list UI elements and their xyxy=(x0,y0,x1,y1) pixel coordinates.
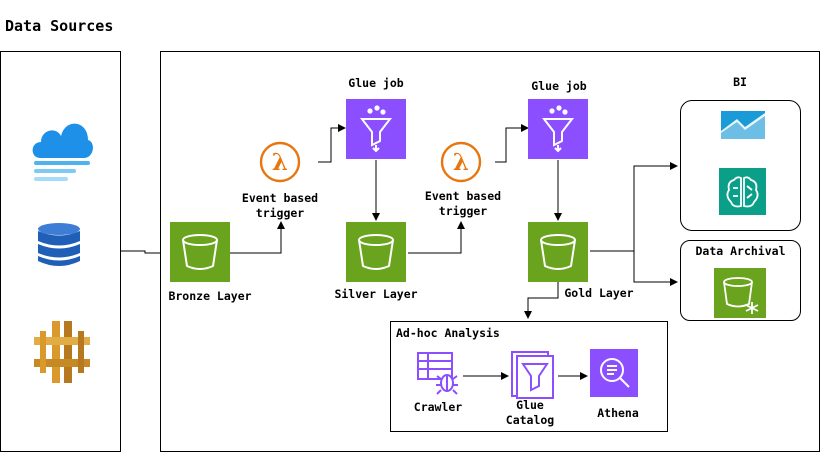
trigger-1-label: Event based trigger xyxy=(241,191,319,220)
lambda-icon: λ xyxy=(440,141,482,183)
glue-job-1-label: Glue job xyxy=(348,76,404,90)
trigger-2-label: Event based trigger xyxy=(424,189,502,218)
athena-label: Athena xyxy=(597,406,639,420)
bronze-label: Bronze Layer xyxy=(168,289,252,303)
quicksight-icon xyxy=(721,111,765,139)
database-icon xyxy=(36,222,82,268)
api-gateway-icon xyxy=(34,321,90,383)
athena-icon xyxy=(590,349,638,397)
lambda-icon: λ xyxy=(259,141,301,183)
gold-bucket-icon xyxy=(528,222,588,282)
bronze-bucket-icon xyxy=(170,222,230,282)
adhoc-label: Ad-hoc Analysis xyxy=(396,326,500,340)
glue-catalog-icon xyxy=(510,350,556,400)
archival-label: Data Archival xyxy=(695,244,786,258)
glacier-bucket-icon xyxy=(714,268,766,318)
glue-catalog-label: Glue Catalog xyxy=(505,398,555,427)
sagemaker-icon xyxy=(719,168,766,215)
crawler-icon xyxy=(416,351,462,397)
bi-label: BI xyxy=(733,75,747,89)
glue-job-1-icon xyxy=(346,99,406,159)
crawler-label: Crawler xyxy=(413,400,463,414)
page-title: Data Sources xyxy=(5,17,114,35)
cloud-icon xyxy=(28,112,94,184)
svg-text:λ: λ xyxy=(453,149,469,176)
glue-job-2-icon xyxy=(528,99,588,159)
svg-text:λ: λ xyxy=(272,149,288,176)
glue-job-2-label: Glue job xyxy=(531,79,587,93)
gold-label: Gold Layer xyxy=(564,286,634,300)
silver-label: Silver Layer xyxy=(334,287,418,301)
sources-link xyxy=(121,250,160,254)
silver-bucket-icon xyxy=(346,222,406,282)
